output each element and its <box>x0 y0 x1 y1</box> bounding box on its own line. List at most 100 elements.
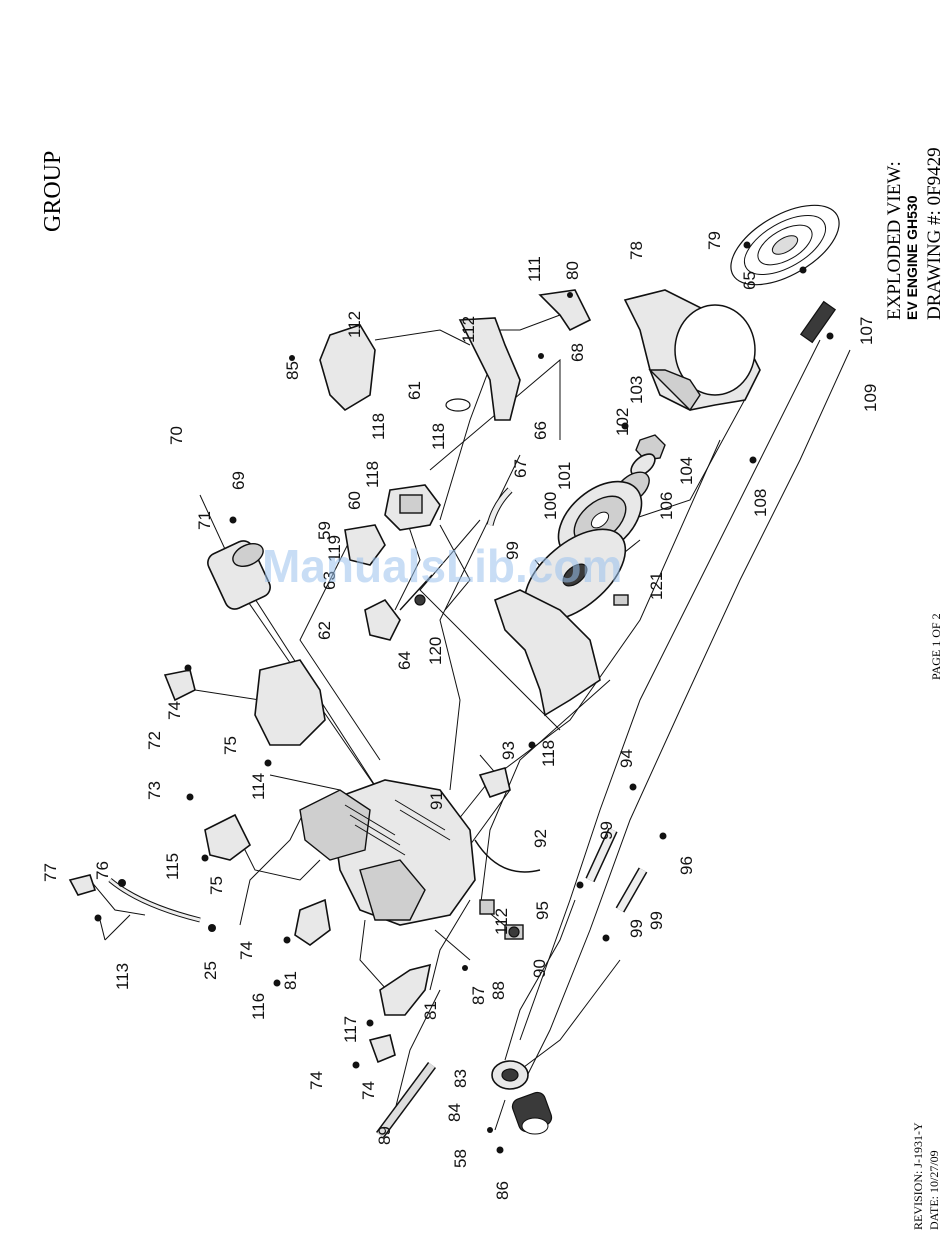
group-heading: GROUP <box>40 151 66 232</box>
leader-lines <box>89 314 851 1131</box>
callout-81: 81 <box>281 971 300 990</box>
callout-95: 95 <box>533 901 552 920</box>
callout-68: 68 <box>568 343 587 362</box>
callout-74: 74 <box>307 1071 326 1090</box>
callout-102: 102 <box>613 408 632 436</box>
bracket-75-upper <box>163 669 196 702</box>
callout-85: 85 <box>283 361 302 380</box>
callout-77: 77 <box>41 863 60 882</box>
callout-71: 71 <box>195 511 214 530</box>
engine-brackets <box>294 898 432 1016</box>
callout-88: 88 <box>489 981 508 1000</box>
callout-108: 108 <box>751 489 770 517</box>
callout-91: 91 <box>427 791 446 810</box>
callout-96: 96 <box>677 856 696 875</box>
callout-80: 80 <box>563 261 582 280</box>
callout-116: 116 <box>249 993 268 1020</box>
starter-motor <box>207 540 271 610</box>
callout-73: 73 <box>145 781 164 800</box>
callout-61: 61 <box>405 381 424 400</box>
callout-62: 62 <box>315 621 334 640</box>
callout-81: 81 <box>421 1001 440 1020</box>
engine-model: EV ENGINE GH530 <box>904 195 920 320</box>
callout-90: 90 <box>530 959 549 978</box>
callout-99: 99 <box>597 821 616 840</box>
callout-25: 25 <box>201 961 220 980</box>
date-label: DATE: 10/27/09 <box>927 1150 941 1230</box>
throttle-controls <box>344 524 433 641</box>
callout-74: 74 <box>359 1081 378 1100</box>
callout-76: 76 <box>93 861 112 880</box>
callout-66: 66 <box>531 421 550 440</box>
callout-118: 118 <box>429 423 448 450</box>
callout-64: 64 <box>395 651 414 670</box>
callout-65: 65 <box>740 271 759 290</box>
callout-74: 74 <box>237 941 256 960</box>
callout-106: 106 <box>657 492 676 520</box>
callout-107: 107 <box>857 317 876 345</box>
carburetor <box>384 484 441 531</box>
fasteners <box>94 241 834 1154</box>
callout-93: 93 <box>499 741 518 760</box>
callout-112: 112 <box>459 316 478 343</box>
callout-87: 87 <box>469 986 488 1005</box>
wire-harness <box>474 767 541 873</box>
callout-112: 112 <box>345 311 364 338</box>
callout-103: 103 <box>627 376 646 404</box>
callout-70: 70 <box>167 426 186 445</box>
callout-99: 99 <box>627 919 646 938</box>
engine-backplate <box>494 589 601 717</box>
callout-100: 100 <box>541 492 560 520</box>
callout-numbers: 2558596061626364656667686970717273747474… <box>41 231 880 1200</box>
callout-109: 109 <box>861 384 880 412</box>
callout-72: 72 <box>145 731 164 750</box>
callout-84: 84 <box>445 1103 464 1122</box>
callout-58: 58 <box>451 1149 470 1168</box>
callout-117: 117 <box>341 1016 360 1043</box>
callout-118: 118 <box>539 740 558 767</box>
callout-74: 74 <box>165 701 184 720</box>
callout-78: 78 <box>627 241 646 260</box>
callout-60: 60 <box>345 491 364 510</box>
callout-115: 115 <box>163 853 182 880</box>
exploded-view-title: EXPLODED VIEW: <box>884 161 905 320</box>
callout-79: 79 <box>705 231 724 250</box>
callout-111: 111 <box>525 256 544 282</box>
exhaust-pipe <box>375 1062 437 1138</box>
page-number: PAGE 1 OF 2 <box>929 613 943 680</box>
callout-112: 112 <box>492 908 511 935</box>
bracket-75-lower <box>368 1034 396 1064</box>
intake-tube <box>486 487 513 526</box>
oil-sensor <box>479 899 524 940</box>
callout-104: 104 <box>677 457 696 485</box>
callout-86: 86 <box>493 1181 512 1200</box>
fan-shroud <box>623 289 761 412</box>
oil-filter <box>511 1091 553 1135</box>
oil-hoses <box>585 827 648 913</box>
revision-label: REVISION: J-1931-Y <box>911 1122 925 1230</box>
dipstick-tube <box>68 874 201 923</box>
air-cleaner-cover <box>254 659 326 746</box>
callout-94: 94 <box>617 749 636 768</box>
callout-69: 69 <box>229 471 248 490</box>
fan-grille <box>730 204 840 286</box>
module-77 <box>204 813 252 861</box>
callout-59: 59 <box>315 521 334 540</box>
callout-101: 101 <box>555 462 574 490</box>
callout-118: 118 <box>363 461 382 488</box>
ignition-trigger <box>613 594 629 606</box>
callout-89: 89 <box>375 1126 394 1145</box>
callout-67: 67 <box>511 459 530 478</box>
rectifier <box>799 300 837 344</box>
upper-brackets <box>319 289 592 421</box>
callout-99: 99 <box>647 911 666 930</box>
callout-75: 75 <box>207 876 226 895</box>
callout-121: 121 <box>647 572 666 600</box>
callout-75: 75 <box>221 736 240 755</box>
oil-filter-adapter <box>491 1060 529 1090</box>
callout-119: 119 <box>325 535 344 562</box>
callout-92: 92 <box>531 829 550 848</box>
callout-113: 113 <box>113 963 132 990</box>
